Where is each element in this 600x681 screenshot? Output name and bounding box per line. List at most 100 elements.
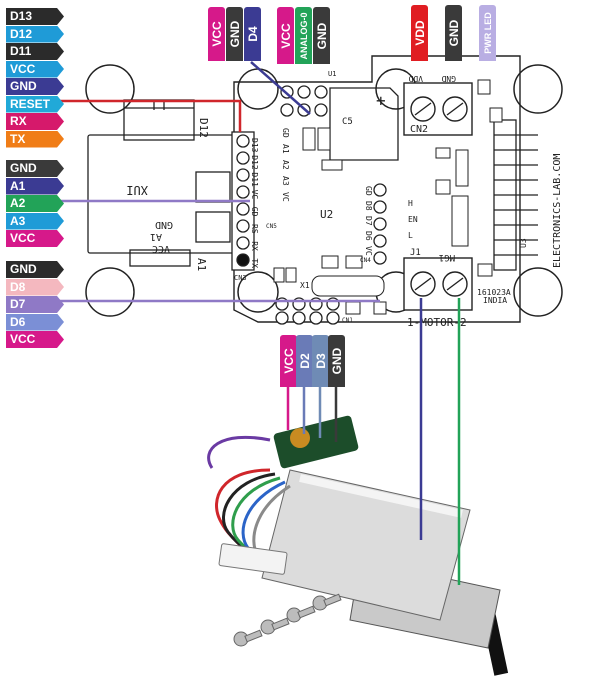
pin-tag-d6: D6 <box>6 313 64 331</box>
encoder-magnet <box>290 428 310 448</box>
c5-label: C5 <box>342 117 353 127</box>
pin-tag-reset: RESET <box>6 95 64 113</box>
tag-label: D2 <box>297 353 312 369</box>
top-right-tags-vdd: VDD <box>411 5 428 61</box>
cn5-pins-1: A1 <box>281 144 290 154</box>
tag-label: PWR LED <box>482 12 493 54</box>
module-label: D12 <box>197 118 210 138</box>
encoder-tags-gnd: GND <box>328 335 345 387</box>
module-silk-vcc: VCC <box>152 243 170 254</box>
top-mid-tags-gnd: GND <box>313 7 330 64</box>
pin-tag-rx: RX <box>6 113 64 130</box>
side-label: A1 <box>195 258 208 271</box>
tag-label: VDD <box>412 20 427 46</box>
cn3-pins-6: RX <box>250 241 259 251</box>
cn2-label: CN2 <box>410 124 428 135</box>
top-right-tags-pwr-led: PWR LED <box>479 5 496 61</box>
hen-pins-1: EN <box>408 215 418 224</box>
motor-label: 1-MOTOR-2 <box>407 316 467 329</box>
cn4-pins-0: GD <box>364 186 373 196</box>
u3-connector <box>493 119 538 271</box>
tag-label: ANALOG-0 <box>298 12 309 59</box>
cn3-label: CN3 <box>234 274 247 282</box>
cn4-pins-1: D8 <box>364 201 373 211</box>
pin-tag-gnd: GND <box>6 261 64 278</box>
x1-label: X1 <box>300 281 310 290</box>
pin-tag-vcc: VCC <box>6 331 64 348</box>
screws <box>233 593 342 647</box>
controller-label: U2 <box>320 208 333 221</box>
passive-components <box>273 79 503 315</box>
top-left-tags-d4: D4 <box>244 7 261 61</box>
gnd-silk: GND <box>441 74 456 83</box>
cn4-pins-4: VC <box>364 246 373 256</box>
pin-tag-vcc: VCC <box>6 60 64 78</box>
wire-d4 <box>250 61 311 115</box>
top-left-tags-gnd: GND <box>226 7 243 61</box>
tag-label: GND <box>314 22 329 49</box>
cn5-pins-4: VC <box>281 192 290 202</box>
hen-pins-0: H <box>408 199 413 208</box>
u1-label: U1 <box>328 70 336 78</box>
board-country: INDIA <box>483 296 507 305</box>
pin-tag-d11: D11 <box>6 43 64 60</box>
wires <box>60 61 461 585</box>
top-right-tags-gnd: GND <box>445 5 462 61</box>
tag-label: VCC <box>278 22 293 49</box>
tag-label: D4 <box>245 26 260 42</box>
silkscreen: ELECTRONICS-LAB.COM 161023A INDIA 1-MOTO… <box>126 70 563 329</box>
encoder-tags-vcc: VCC <box>280 335 297 387</box>
left-module <box>87 99 239 267</box>
module-silk-a1: A1 <box>150 231 162 242</box>
cn5-header <box>373 183 387 265</box>
cn3-pins-0: D13 <box>250 138 259 153</box>
plus-sign: + <box>376 91 386 110</box>
encoder-tags-d2: D2 <box>296 335 313 387</box>
board-code: 161023A <box>477 288 511 297</box>
top-left-tags-vcc: VCC <box>208 7 225 61</box>
mounting-hole-bottom-right <box>513 267 563 317</box>
cn2-terminal <box>403 82 473 136</box>
cn5-pins-3: A3 <box>281 176 290 186</box>
motor-connector <box>218 543 288 575</box>
pin-tag-d12: D12 <box>6 25 64 43</box>
brand-silk: ELECTRONICS-LAB.COM <box>552 154 563 268</box>
pin-tag-d7: D7 <box>6 296 64 313</box>
cn3-pins-2: D11 <box>250 172 259 187</box>
mg1-silk: MG1 <box>439 252 455 262</box>
vdd-silk: VDD <box>408 74 423 83</box>
encoder-tags-d3: D3 <box>312 335 329 387</box>
cn1-label: CN1 <box>342 317 353 324</box>
hen-pins-2: L <box>408 231 413 240</box>
cn3-pins-4: GD <box>250 207 259 217</box>
u3-label: U3 <box>519 238 528 248</box>
hen-pin-labels: H EN L <box>408 199 418 240</box>
mounting-hole-bottom-left <box>85 267 135 317</box>
module-silk-gnd: GND <box>155 219 173 230</box>
mounting-hole-inner-left <box>237 68 279 110</box>
pin-tag-gnd: GND <box>6 78 64 95</box>
module-silk-mirror: XUI <box>126 183 148 197</box>
cn4-pins-2: D7 <box>364 216 373 226</box>
tag-label: GND <box>329 347 344 375</box>
cn3-pins-7: TX <box>250 258 259 268</box>
encoder-board <box>273 415 359 469</box>
cn5-pins-2: A2 <box>281 160 290 170</box>
pin-tag-d13: D13 <box>6 8 64 25</box>
pin-tag-a2: A2 <box>6 195 64 212</box>
cn4-label: CN4 <box>360 257 371 264</box>
cn3-pins-1: D12 <box>250 155 259 170</box>
pin-tag-tx: TX <box>6 130 64 148</box>
u1-header <box>280 85 328 117</box>
top-mid-tags-vcc: VCC <box>277 7 294 64</box>
pin-tag-gnd: GND <box>6 160 64 177</box>
tag-label: VCC <box>209 21 224 47</box>
cn3-pins-5: RS <box>250 224 259 234</box>
tag-label: D3 <box>313 353 328 369</box>
tag-label: GND <box>227 20 242 48</box>
cn4-pins-3: D6 <box>364 231 373 241</box>
